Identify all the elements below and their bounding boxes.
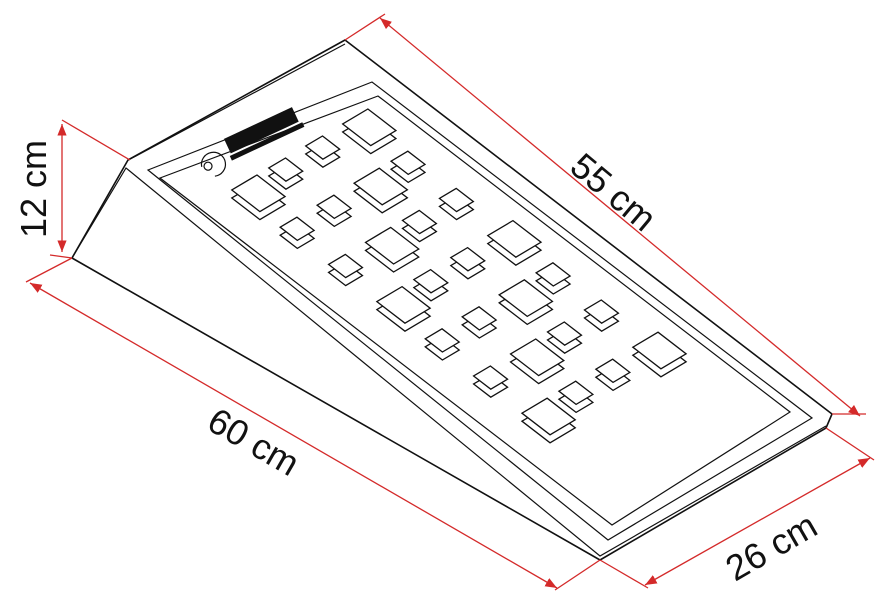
height-label: 12 cm (13, 140, 54, 238)
dimension-height: 12 cm (13, 119, 131, 259)
tread-block-top (304, 135, 341, 160)
ramp-body (71, 39, 833, 561)
tread-block-top (315, 194, 353, 220)
tread-block-top (267, 157, 304, 182)
tread-block-top (230, 174, 287, 213)
tread-block-top (327, 253, 364, 279)
tread-block-top (279, 216, 316, 242)
fiamma-logo (200, 107, 305, 177)
width-label: 26 cm (719, 504, 824, 589)
